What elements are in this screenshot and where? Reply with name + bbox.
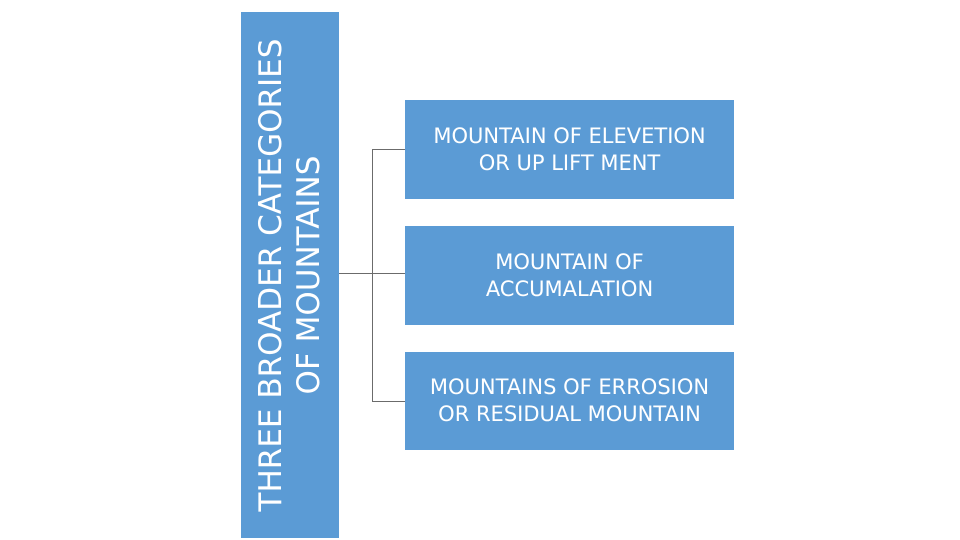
category-erosion-line-2: OR RESIDUAL MOUNTAIN: [438, 402, 701, 426]
category-box-elevation: MOUNTAIN OF ELEVETION OR UP LIFT MENT: [405, 100, 734, 199]
category-elevation-line-2: OR UP LIFT MENT: [478, 150, 661, 175]
category-accumulation-line-2: ACCUMALATION: [485, 276, 654, 301]
category-erosion-line-1: MOUNTAINS OF ERROSION: [429, 375, 710, 399]
category-elevation-line-1: MOUNTAIN OF ELEVETION: [433, 123, 706, 148]
category-accumulation-line-1: MOUNTAIN OF: [495, 249, 644, 274]
category-box-accumulation: MOUNTAIN OF ACCUMALATION: [405, 226, 734, 325]
connector-trunk: [339, 273, 373, 274]
connector-vertical: [372, 149, 373, 402]
connector-branch-3: [372, 401, 405, 402]
root-label-line-1: THREE BROADER CATEGORIES: [253, 38, 289, 512]
connector-branch-1: [372, 149, 405, 150]
connector-branch-2: [372, 273, 405, 274]
root-label-line-2: OF MOUNTAINS: [291, 155, 327, 395]
root-category-box: THREE BROADER CATEGORIES OF MOUNTAINS: [241, 12, 339, 538]
category-box-erosion: MOUNTAINS OF ERROSION OR RESIDUAL MOUNTA…: [405, 352, 734, 450]
root-category-label: THREE BROADER CATEGORIES OF MOUNTAINS: [252, 12, 328, 538]
